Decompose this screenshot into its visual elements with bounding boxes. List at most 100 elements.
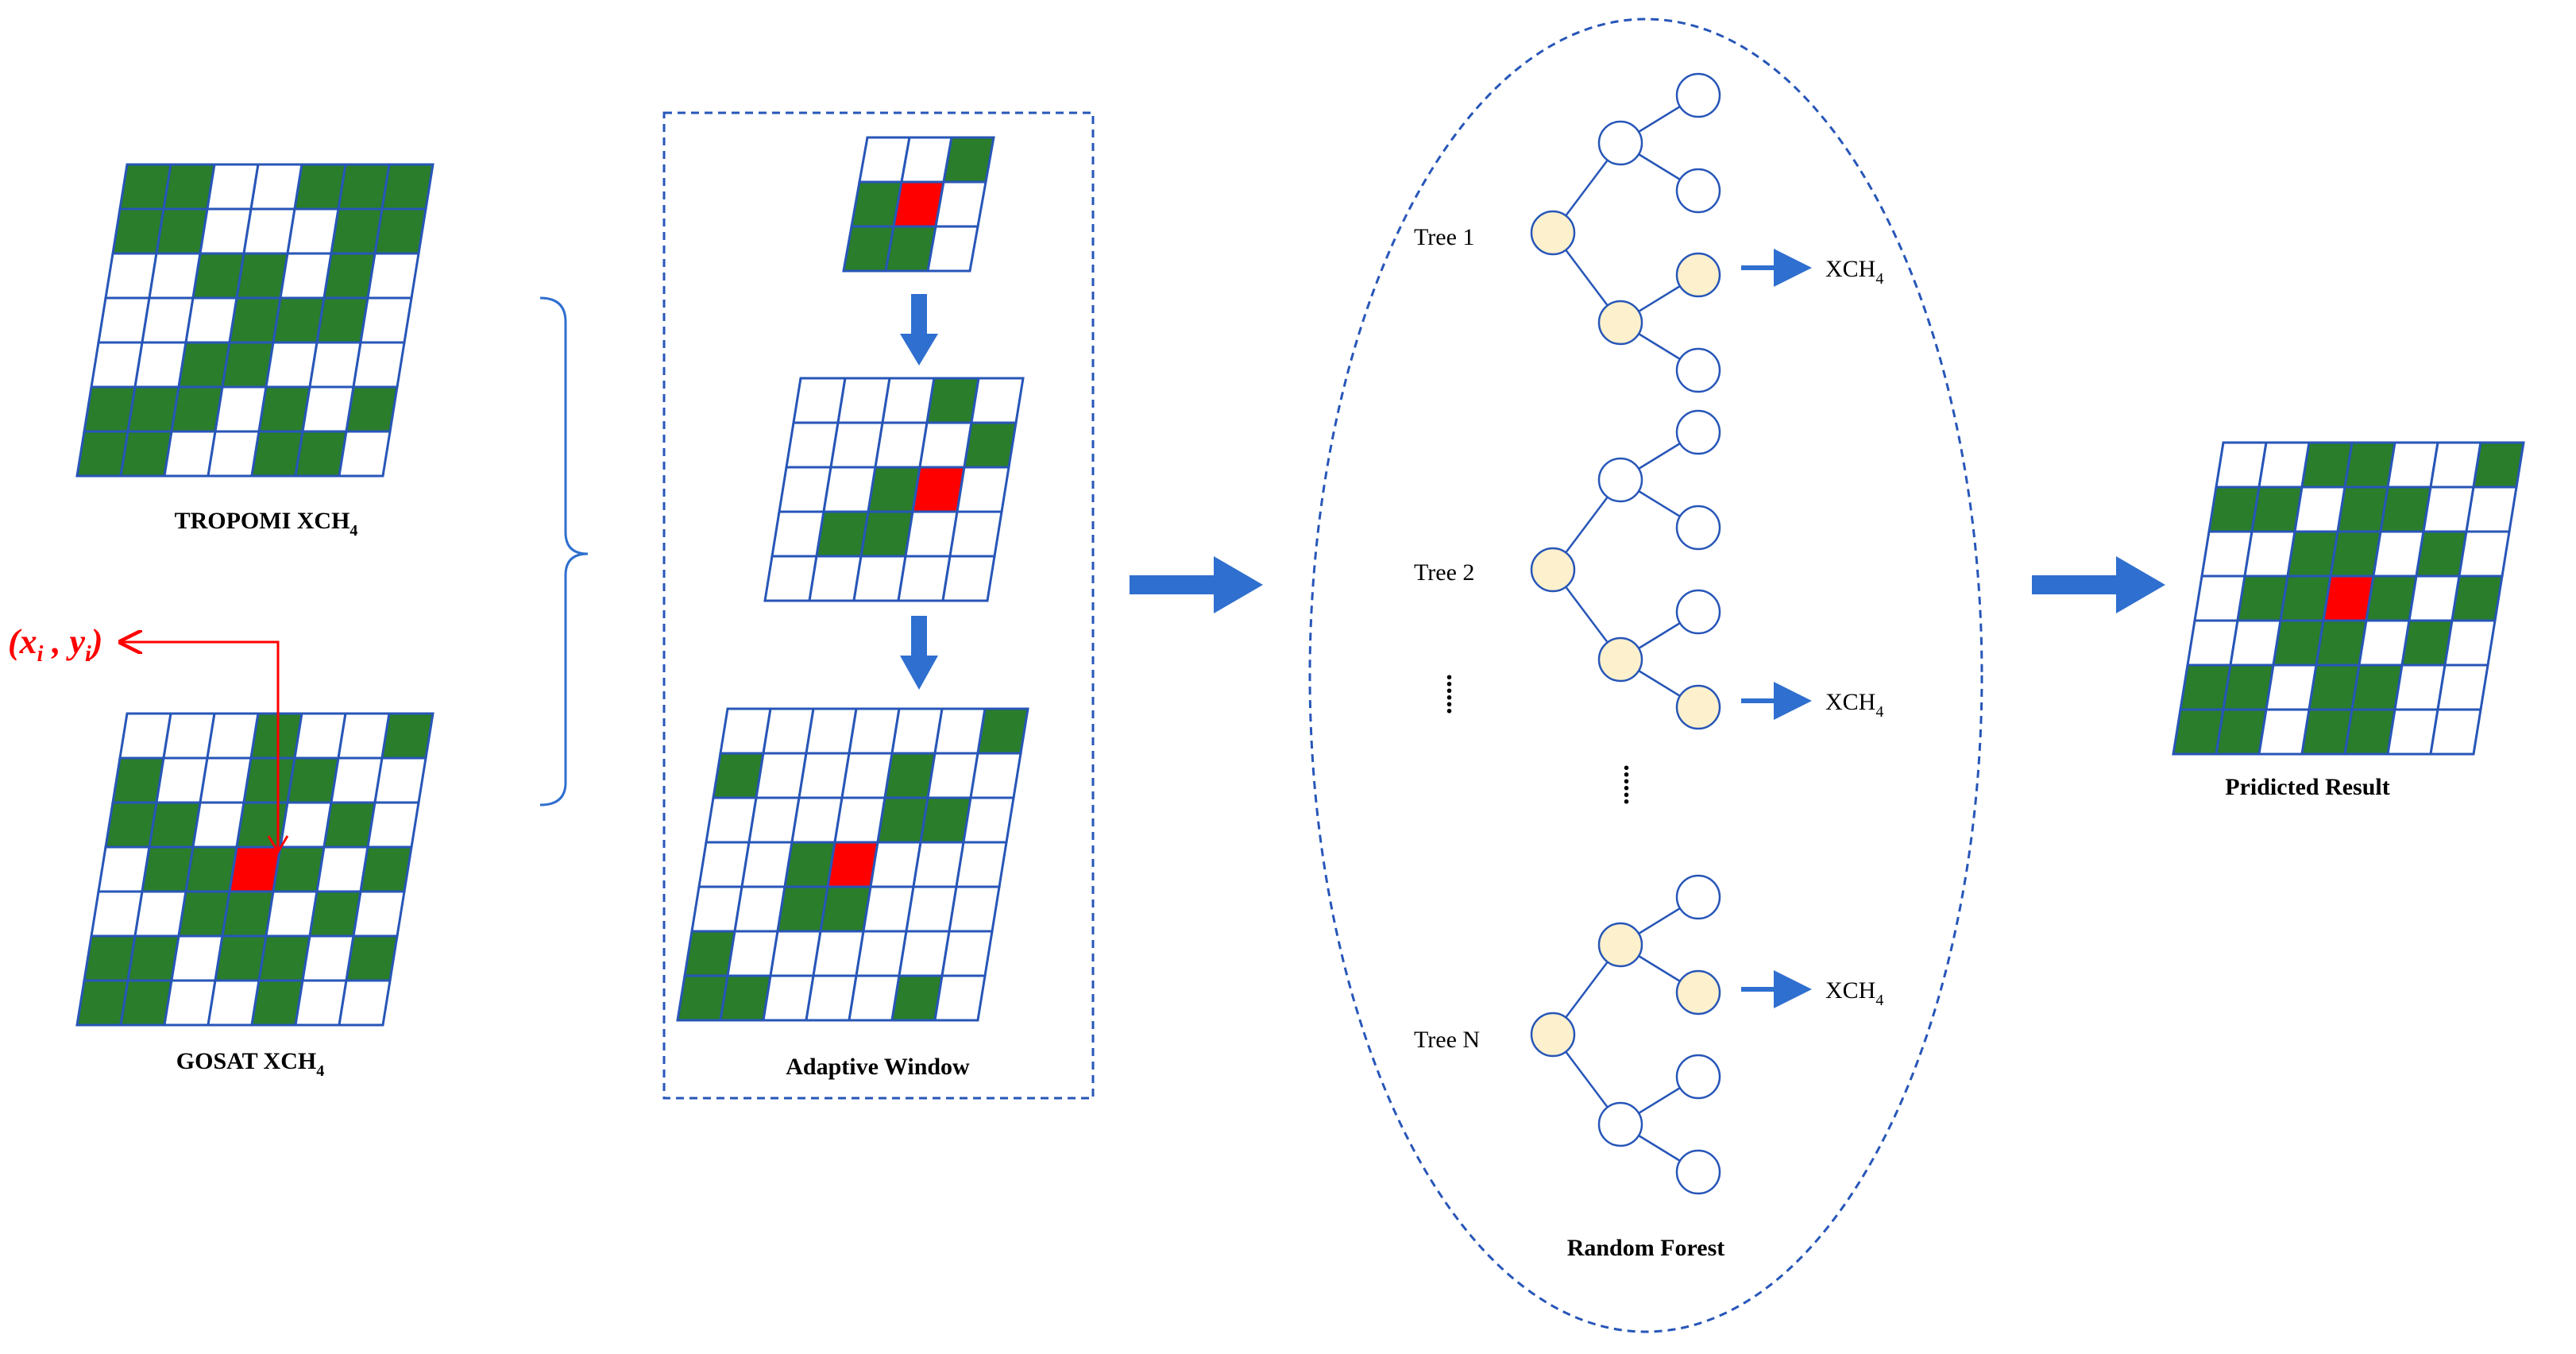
tropomi-grid-cell: [118, 163, 172, 211]
window-5x5-grid-cell: [815, 510, 870, 558]
window-7x7-grid-cell: [697, 841, 751, 888]
gosat-grid-cell: [162, 712, 216, 760]
gosat-grid-cell: [345, 934, 399, 982]
gosat-grid-cell: [250, 979, 304, 1027]
tropomi-grid-cell: [184, 296, 238, 344]
predicted-result-grid-cell: [2186, 619, 2239, 667]
gosat-grid-cell: [221, 890, 275, 938]
gosat-grid-cell: [199, 756, 253, 804]
window-5x5-grid-cell: [874, 421, 929, 469]
tropomi-grid-cell: [199, 207, 253, 255]
predicted-result-grid-cell: [2265, 663, 2318, 711]
tropomi-grid-cell: [380, 163, 434, 211]
tree-node-active: [1530, 1012, 1576, 1058]
tropomi-grid-cell: [221, 341, 275, 389]
tree-n-output: XCH4: [1741, 970, 1883, 1009]
tropomi-grid-cell: [148, 252, 202, 300]
tropomi-grid-cell: [257, 385, 311, 433]
predicted-result-grid-cell: [2243, 530, 2296, 578]
predicted-result-grid-cell: [2465, 486, 2518, 533]
predicted-result-grid-cell: [2422, 486, 2475, 533]
gosat-grid-cell: [308, 890, 362, 938]
tropomi-grid-cell: [272, 296, 326, 344]
tropomi-grid-cell: [162, 163, 216, 211]
predicted-result-grid-cell: [2393, 663, 2447, 711]
window-7x7-grid-cell: [948, 885, 1001, 933]
tropomi-grid-cell: [250, 430, 304, 478]
tree-node: [1597, 1101, 1643, 1147]
gosat-grid-cell: [133, 890, 187, 938]
window-7x7-grid-cell: [798, 752, 851, 799]
window-7x7-grid-cell: [762, 707, 815, 755]
tropomi-grid-cell: [330, 207, 384, 255]
window-7x7-grid-cell: [862, 885, 915, 933]
window-5x5-grid-cell: [785, 421, 840, 469]
predicted-result-grid-cell: [2229, 619, 2282, 667]
ellipsis-vertical-2: ......: [1618, 764, 1647, 805]
window-7x7-grid-cell: [848, 974, 901, 1022]
predicted-result-grid-cell: [2443, 619, 2497, 667]
window-5x5-grid-cell: [852, 555, 907, 602]
window-5x5-grid: [763, 377, 1025, 602]
window-5x5-grid-cell: [829, 421, 884, 469]
tropomi-label: TROPOMI XCH4: [175, 508, 358, 540]
predicted-result-grid-cell: [2279, 574, 2332, 622]
tropomi-grid-cell: [249, 163, 303, 211]
window-7x7-grid-cell: [848, 707, 901, 755]
predicted-result-label: Pridicted Result: [2225, 774, 2389, 800]
window-7x7-grid-cell: [962, 796, 1015, 844]
tree-node-active: [1675, 684, 1721, 730]
tropomi-grid-cell: [170, 385, 224, 433]
tree-node-active: [1675, 252, 1721, 298]
window-7x7-grid-cell: [933, 707, 987, 755]
tropomi-grid-cell: [265, 341, 319, 389]
window-3x3-grid-cell: [934, 180, 987, 228]
predicted-result-grid-cell: [2436, 663, 2489, 711]
tree-node-active: [1597, 922, 1643, 968]
ellipsis-vertical-1: ......: [1441, 674, 1470, 714]
window-7x7-grid-cell: [912, 841, 965, 888]
gosat-grid-cell: [235, 801, 289, 849]
gosat-grid-cell: [265, 890, 319, 938]
window-7x7-grid-cell: [812, 930, 865, 977]
decision-trees: [1530, 72, 1721, 1195]
tropomi-grid-cell: [141, 296, 195, 344]
predicted-result-grid-cell: [2300, 441, 2354, 489]
window-7x7-grid-cell: [876, 796, 929, 844]
window-7x7-grid-cell: [769, 930, 822, 977]
window-5x5-grid-cell: [808, 555, 863, 602]
predicted-result-grid-cell: [2450, 574, 2504, 622]
tropomi-grid-cell: [322, 252, 377, 300]
window-3x3-grid: [842, 136, 995, 273]
tropomi-grid-cell: [126, 385, 180, 433]
gosat-grid: [75, 712, 434, 1027]
predicted-result-grid-cell: [2429, 441, 2482, 489]
gosat-grid-cell: [83, 934, 137, 982]
window-7x7-grid-cell: [762, 974, 815, 1022]
tree-node: [1675, 505, 1721, 551]
window-7x7-grid-cell: [747, 796, 801, 844]
gosat-grid-cell: [352, 890, 406, 938]
tree-node-active: [1530, 210, 1576, 256]
tree-node: [1675, 72, 1721, 118]
window-5x5-grid-cell: [881, 377, 936, 424]
tropomi-grid: [75, 163, 434, 478]
gosat-grid-cell: [228, 845, 282, 893]
window-7x7-grid-cell: [805, 707, 858, 755]
gosat-grid-cell: [126, 934, 180, 982]
window-7x7-grid-cell: [790, 796, 844, 844]
tree-n-output-label: XCH4: [1825, 977, 1883, 1009]
window-7x7-grid-cell: [683, 930, 736, 977]
location-pointer-arrow: [121, 642, 280, 849]
tropomi-grid-cell: [191, 252, 245, 300]
predicted-result-grid-cell: [2322, 574, 2375, 622]
tropomi-grid-cell: [97, 296, 151, 344]
gosat-grid-cell: [155, 756, 209, 804]
tropomi-grid-cell: [119, 430, 173, 478]
tropomi-grid-cell: [177, 341, 231, 389]
down-arrow-2: [900, 616, 938, 690]
gosat-grid-cell: [170, 934, 224, 982]
window-7x7-grid-cell: [855, 930, 908, 977]
window-5x5-grid-cell: [867, 466, 921, 513]
